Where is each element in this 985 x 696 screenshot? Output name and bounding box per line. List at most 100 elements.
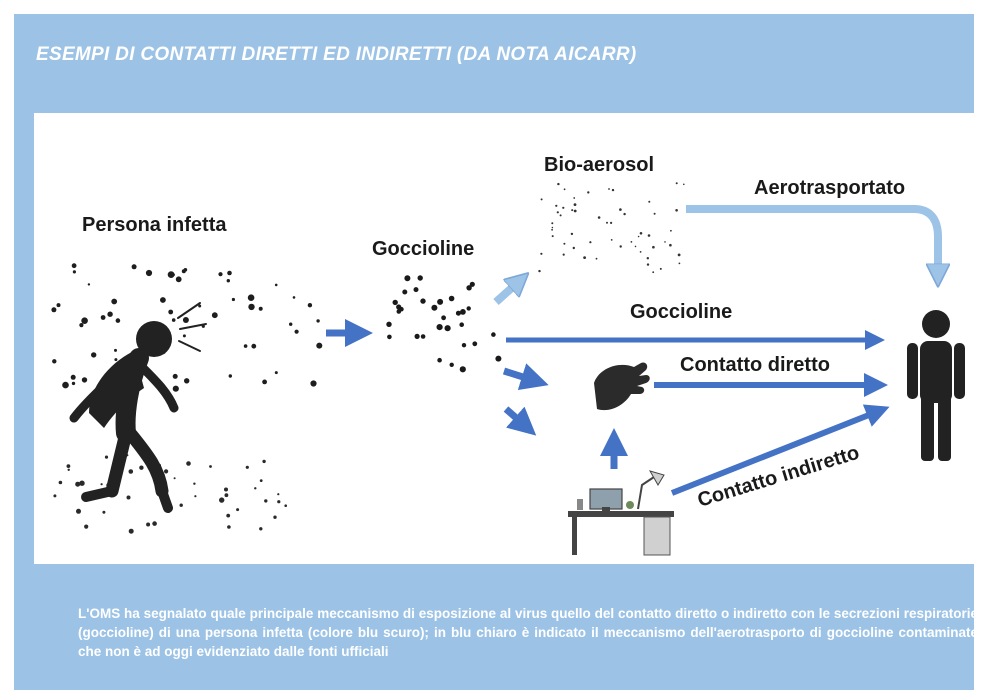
- droplet-dot: [114, 348, 117, 352]
- droplet-dot: [431, 304, 438, 311]
- droplet-dot: [91, 352, 97, 358]
- droplet-dot: [53, 494, 57, 498]
- droplet-dot: [587, 191, 590, 194]
- droplet-dot: [128, 528, 134, 534]
- droplet-dot: [652, 245, 655, 249]
- droplet-dot: [436, 324, 443, 331]
- droplet-dot: [610, 221, 613, 224]
- droplet-dot: [152, 521, 157, 526]
- droplet-dot: [227, 525, 231, 529]
- ground-droplet-dots: [53, 454, 287, 534]
- droplet-dot: [164, 469, 169, 474]
- droplet-dot: [209, 465, 212, 468]
- droplet-dot: [647, 234, 651, 237]
- droplet-dot: [417, 275, 423, 281]
- droplet-dot: [664, 241, 666, 243]
- infection-spray-dots: [51, 263, 323, 392]
- droplet-dot: [160, 297, 166, 303]
- droplet-dot: [75, 481, 81, 487]
- droplet-dot: [652, 271, 655, 274]
- droplet-dot: [610, 239, 613, 241]
- arrow-aerosol-to-person: [686, 205, 938, 281]
- droplet-dot: [184, 378, 190, 384]
- droplet-dot: [678, 262, 681, 265]
- droplet-dot: [675, 209, 678, 212]
- droplet-dot: [284, 504, 287, 508]
- droplet-dot: [186, 461, 191, 466]
- droplet-dot: [595, 257, 598, 260]
- droplet-dot: [226, 279, 230, 283]
- droplet-dot: [316, 342, 323, 349]
- arrow-droplets-to-aerosol: [493, 277, 524, 305]
- droplet-dot: [79, 480, 85, 486]
- droplet-dot: [81, 377, 88, 383]
- droplet-dot: [606, 221, 608, 224]
- label-airborne: Aerotrasportato: [754, 177, 905, 199]
- droplet-dot: [247, 294, 255, 301]
- droplet-dot: [551, 235, 554, 238]
- droplet-dot: [146, 522, 151, 527]
- droplet-dot: [182, 317, 189, 323]
- droplet-dot: [264, 499, 268, 503]
- caption-text: L'OMS ha segnalato quale principale mecc…: [78, 606, 978, 659]
- droplet-dot: [258, 306, 263, 311]
- droplet-dot: [551, 226, 554, 229]
- droplet-dot: [102, 510, 106, 514]
- droplet-dot: [608, 188, 610, 190]
- droplet-dot: [273, 515, 277, 519]
- droplet-dot: [182, 334, 186, 338]
- droplet-dot: [589, 241, 592, 244]
- droplet-dot: [562, 253, 565, 256]
- droplet-dot: [228, 374, 232, 378]
- droplet-dot: [670, 229, 672, 232]
- droplet-dot: [392, 299, 398, 306]
- droplet-dot: [71, 381, 76, 386]
- droplet-dot: [675, 182, 678, 185]
- droplet-dot: [227, 270, 232, 276]
- droplet-dot: [573, 203, 577, 206]
- droplet-dot: [168, 309, 174, 315]
- droplet-dot: [218, 272, 223, 277]
- bioaerosol-cluster: [538, 182, 685, 274]
- droplet-dot: [245, 465, 249, 469]
- droplet-dot: [583, 256, 586, 259]
- droplet-dot: [179, 503, 183, 507]
- desk-surface-icon: [568, 470, 674, 556]
- droplet-dot: [115, 318, 121, 323]
- droplet-dot: [611, 188, 615, 192]
- droplet-dot: [441, 315, 446, 321]
- droplet-dot: [254, 487, 257, 490]
- droplet-dot: [648, 200, 651, 203]
- droplet-dot: [491, 332, 496, 337]
- diagram-panel: Persona infetta Goccioline Bio-aerosol A…: [34, 113, 982, 564]
- arrow-surface-to-person: [670, 404, 890, 496]
- droplet-dot: [111, 298, 118, 305]
- droplet-dot: [67, 468, 70, 471]
- droplet-dot: [540, 198, 543, 201]
- droplet-dot: [277, 493, 280, 496]
- droplet-dot: [100, 483, 103, 486]
- droplet-dot: [444, 325, 451, 332]
- droplet-dot: [145, 269, 153, 277]
- droplet-dot: [571, 209, 574, 212]
- droplet-dot: [639, 251, 642, 253]
- droplet-dot: [259, 479, 263, 482]
- droplet-dot: [173, 477, 176, 480]
- droplet-dot: [659, 267, 662, 270]
- droplet-dot: [387, 334, 392, 340]
- label-bioaerosol: Bio-aerosol: [544, 154, 654, 176]
- droplet-dot: [224, 493, 229, 498]
- droplet-dot: [198, 304, 202, 308]
- droplet-dot: [79, 323, 84, 328]
- droplet-dot: [251, 343, 257, 349]
- hand-icon: [594, 362, 650, 411]
- droplet-dot: [402, 289, 408, 295]
- droplet-dot: [540, 252, 543, 255]
- droplet-dot: [100, 315, 106, 320]
- droplet-dot: [259, 527, 263, 531]
- droplet-dot: [469, 281, 475, 287]
- label-droplets-source: Goccioline: [372, 238, 474, 260]
- slide: ESEMPI DI CONTATTI DIRETTI ED INDIRETTI …: [14, 14, 982, 690]
- droplet-dot: [466, 306, 471, 311]
- droplet-dot: [172, 385, 179, 392]
